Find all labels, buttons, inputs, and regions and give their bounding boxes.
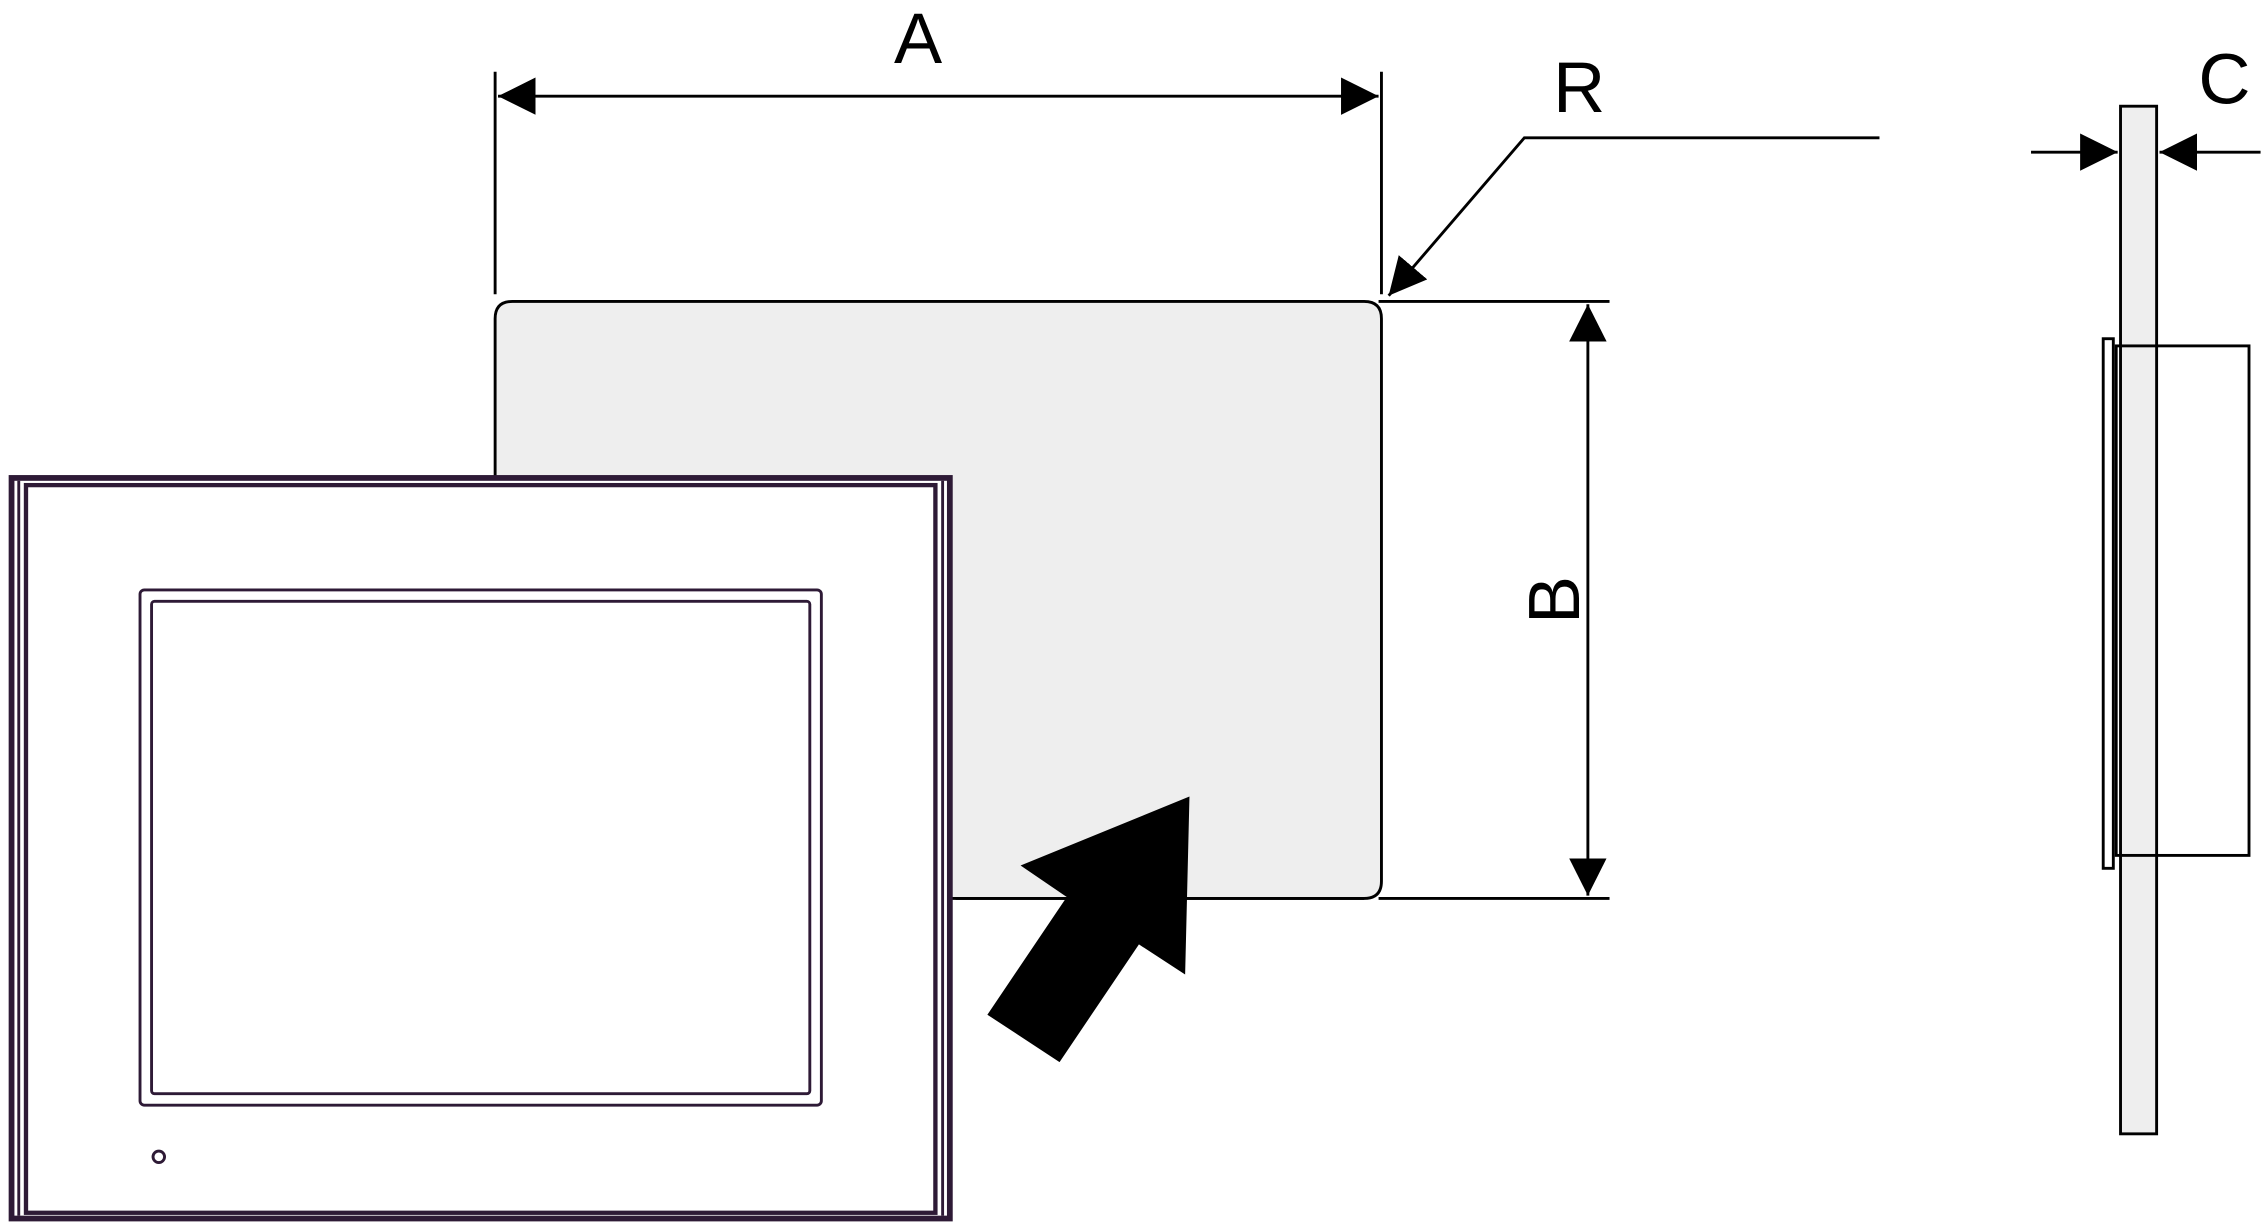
dim-b-label: B (1515, 576, 1595, 624)
radius-label: R (1553, 48, 1605, 128)
dimension-a: A (493, 0, 1383, 295)
device-front (8, 475, 953, 1222)
display-screen (150, 599, 812, 1096)
side-view: C (2031, 40, 2261, 1136)
device-bezel-section (2101, 337, 2115, 870)
display-frame (138, 588, 823, 1107)
thickness-label: C (2198, 40, 2250, 120)
dimension-b: B (1378, 299, 1610, 900)
dim-a-label: A (894, 0, 942, 79)
radius-leader: R (1387, 48, 1880, 297)
status-led-icon (151, 1149, 167, 1164)
device-bezel-inner (23, 482, 938, 1215)
radius-leader-line (1387, 136, 1880, 297)
panel-wall-section (2119, 104, 2159, 1136)
insert-arrow-shape (987, 796, 1190, 1063)
insert-arrow-icon (987, 796, 1190, 1063)
device-body-section (2114, 344, 2251, 857)
